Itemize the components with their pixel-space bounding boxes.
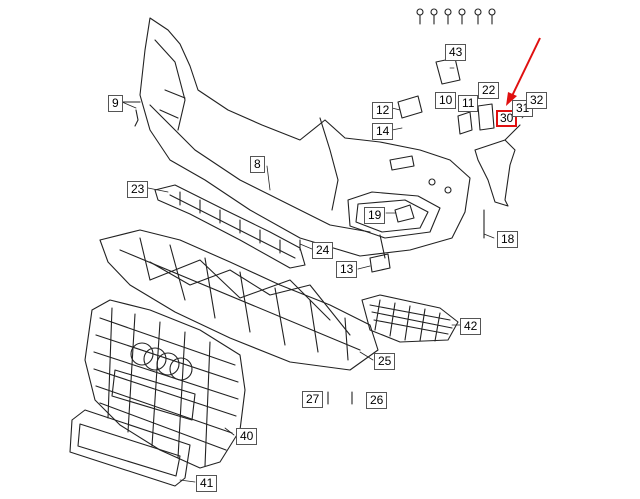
callout-26: 26 xyxy=(366,392,388,409)
callout-12: 12 xyxy=(372,102,394,119)
callout-13: 13 xyxy=(336,261,358,278)
callout-23: 23 xyxy=(127,181,149,198)
part-13-leader xyxy=(379,234,386,259)
front-grille xyxy=(84,299,246,469)
bumper-cover xyxy=(139,17,471,257)
fog-lamp-grille xyxy=(361,294,459,343)
callout-22: 22 xyxy=(478,82,500,99)
part-13 xyxy=(369,253,391,273)
part-22 xyxy=(477,103,495,131)
callout-25: 25 xyxy=(374,353,396,370)
callout-32: 32 xyxy=(526,92,548,109)
callout-41: 41 xyxy=(196,475,218,492)
callout-8: 8 xyxy=(250,156,265,173)
part-19 xyxy=(394,204,415,223)
callout-42: 42 xyxy=(460,318,482,335)
grille-strip xyxy=(154,184,306,269)
support-frame xyxy=(99,229,379,371)
callout-18: 18 xyxy=(497,231,519,248)
callout-43: 43 xyxy=(445,44,467,61)
callout-24: 24 xyxy=(312,242,334,259)
hardware-row xyxy=(416,8,496,25)
leader-lines xyxy=(121,67,529,483)
part-43 xyxy=(435,57,461,85)
callout-9: 9 xyxy=(108,95,123,112)
callout-10: 10 xyxy=(435,92,457,109)
callout-27: 27 xyxy=(302,391,324,408)
part-11 xyxy=(457,111,473,135)
callout-14: 14 xyxy=(372,123,394,140)
mounting-bracket xyxy=(474,124,521,207)
red-arrow xyxy=(506,37,541,106)
callout-19: 19 xyxy=(364,207,386,224)
part-9 xyxy=(121,101,141,127)
part-12 xyxy=(397,95,423,119)
callout-11: 11 xyxy=(458,95,479,112)
screws-26-27 xyxy=(327,391,353,405)
callout-40: 40 xyxy=(236,428,258,445)
plate-carrier xyxy=(69,409,191,487)
